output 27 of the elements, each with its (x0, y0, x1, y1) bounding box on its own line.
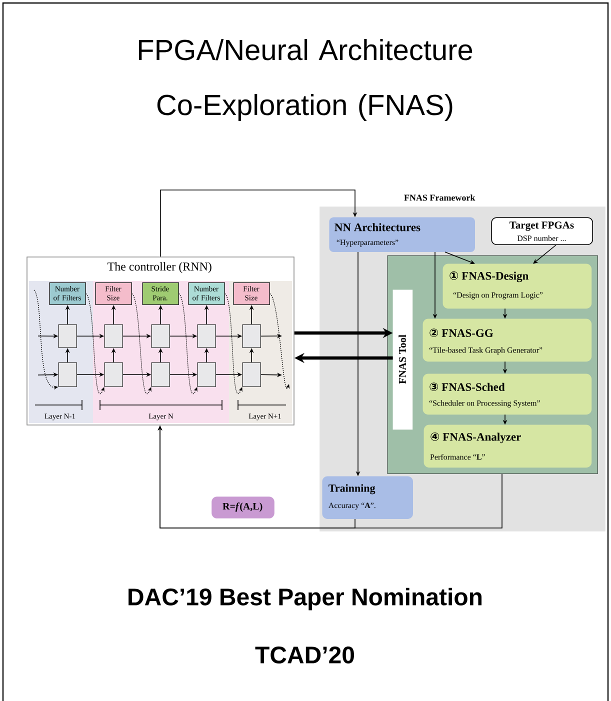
rnn-cell (58, 324, 77, 348)
node-label: FNAS Framework (404, 194, 476, 201)
training-box: Trainning Accuracy “A”. (322, 476, 413, 519)
title: FPGA/Neural Architecture Co-Exploration (FNAS) (138, 38, 472, 122)
award-text: TCAD’20 (255, 646, 354, 664)
process-box: ③ FNAS-Sched “Scheduler on Processing System” (422, 374, 592, 415)
rnn-cell (197, 362, 216, 387)
process-box: ① FNAS-Design “Design on Program Logic” (442, 264, 592, 309)
arrow (224, 293, 242, 394)
arrow (86, 293, 104, 394)
vertical-label-box: FNAS Tool (392, 290, 413, 430)
award-text: DAC’19 Best Paper Nomination (128, 588, 482, 610)
input-box: NN Architectures “Hyperparameters” (329, 217, 475, 252)
rnn-cell (242, 324, 261, 348)
arrow (178, 293, 198, 394)
process-box: ④ FNAS-Analyzer Performance “L” (424, 424, 592, 468)
process-box: ② FNAS-GG “Tile-based Task Graph Generator” (422, 318, 592, 362)
input-box: Target FPGAs DSP number ... (491, 217, 593, 245)
rnn-cell (151, 362, 170, 387)
arrow (160, 190, 358, 257)
rnn-cell (242, 362, 261, 387)
rnn-cell (58, 362, 77, 387)
rnn-cell (104, 362, 123, 387)
rnn-cell (197, 324, 216, 348)
reward-box: R=f(A,L) (212, 496, 274, 518)
rnn-cell (104, 324, 123, 348)
rnn-cell (151, 324, 170, 348)
